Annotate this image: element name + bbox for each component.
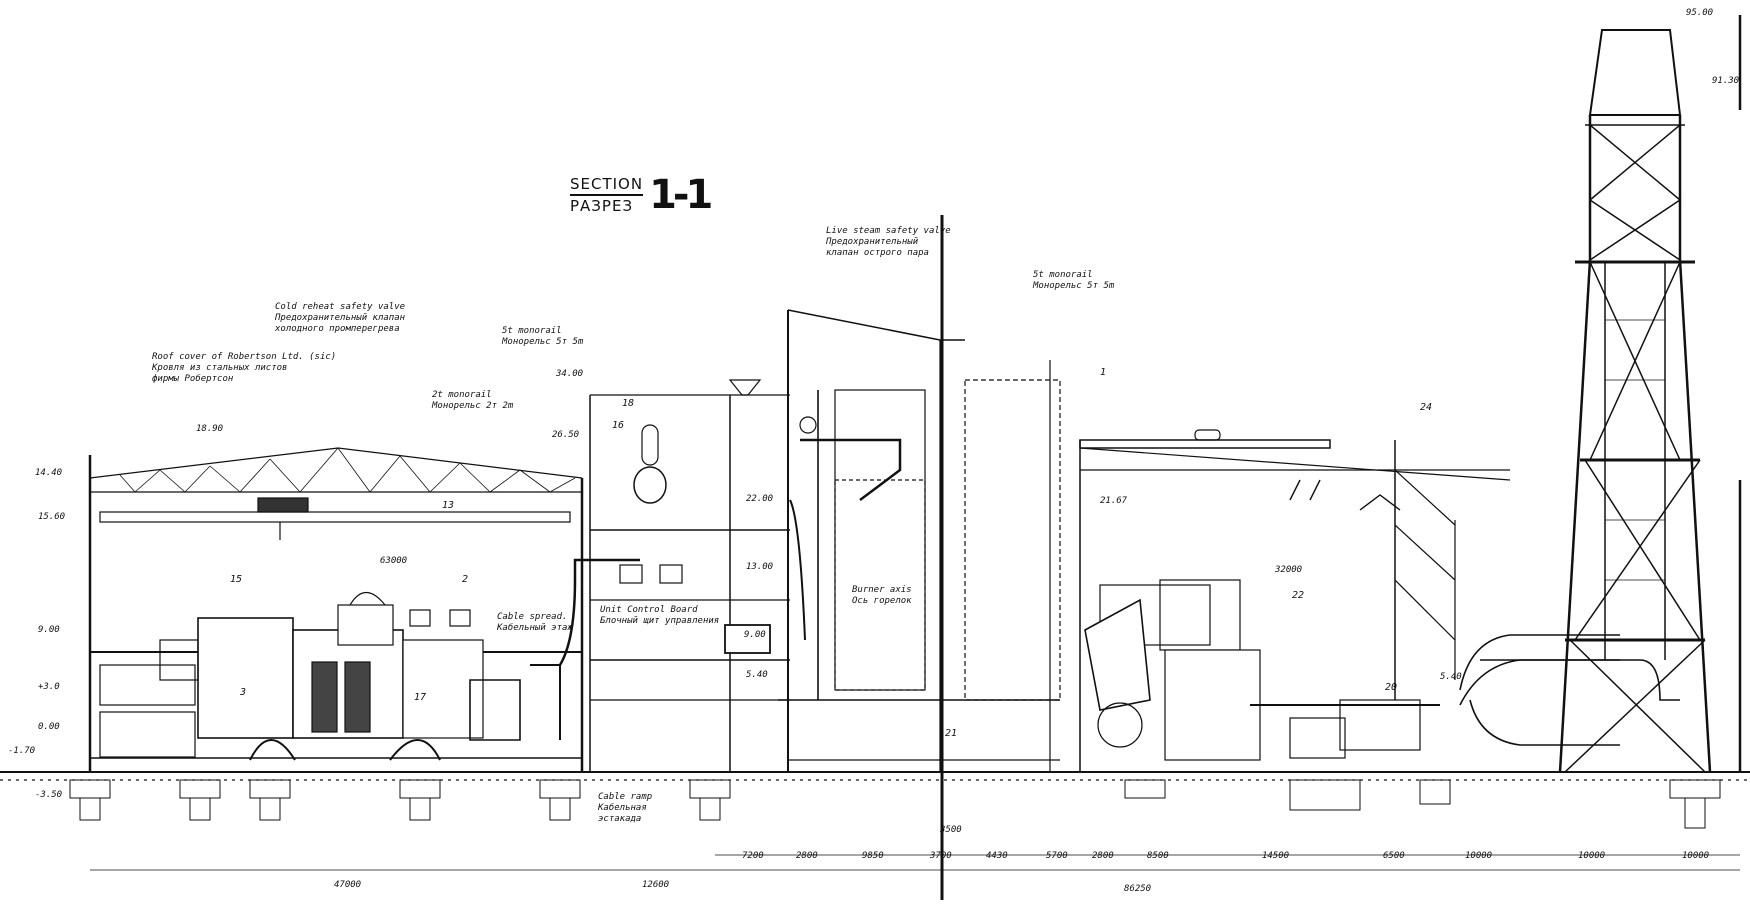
dimension: 10000 [1682, 851, 1710, 861]
item-17: 17 [414, 692, 426, 703]
elevation-mark: 95.00 [1686, 8, 1714, 18]
item-20: 20 [1385, 682, 1397, 693]
turbine-hall [88, 447, 640, 772]
dimension: 14500 [1262, 851, 1290, 861]
dimension: 86250 [1124, 884, 1152, 894]
elevation-mark: -1.70 [8, 746, 36, 756]
dimension: 47000 [334, 880, 362, 890]
elevation-mark: 22.00 [746, 494, 774, 504]
crane-span-dimension: 63000 [380, 556, 408, 566]
elevation-mark: 91.30 [1712, 76, 1740, 86]
dimension: 2800 [796, 851, 818, 861]
item-13: 13 [442, 500, 454, 511]
dimension: 2800 [1092, 851, 1114, 861]
title-line-ru: РАЗРЕЗ [570, 197, 634, 215]
item-24: 24 [1420, 402, 1432, 413]
title-number: 1-1 [649, 172, 713, 218]
dimension: 10000 [1465, 851, 1493, 861]
elevation-mark: 15.60 [38, 512, 66, 522]
title-line-en: SECTION [570, 174, 644, 196]
flue-ducts [1459, 634, 1680, 746]
dimension: 6500 [1383, 851, 1405, 861]
dimension: 10000 [1578, 851, 1606, 861]
elevation-mark: 0.00 [38, 722, 60, 732]
conveyor-span-dimension: 32000 [1275, 565, 1303, 575]
dimension: 12600 [642, 880, 670, 890]
dimension: 3700 [930, 851, 952, 861]
item-2: 2 [462, 574, 468, 585]
elevation-mark: 26.50 [552, 430, 580, 440]
elevation-mark: 34.00 [556, 369, 584, 379]
item-3: 3 [239, 687, 246, 698]
elevation-mark: 5.40 [746, 670, 768, 680]
elevation-mark: -3.50 [35, 790, 63, 800]
elevation-mark: 9.00 [38, 625, 60, 635]
item-18: 18 [622, 398, 634, 409]
chimney [1558, 15, 1742, 773]
item-22: 22 [1292, 590, 1304, 601]
item-21: 21 [945, 728, 957, 739]
elevation-mark: 5.40 [1440, 672, 1462, 682]
boiler-house [778, 309, 1061, 772]
elevation-mark: 14.40 [35, 468, 63, 478]
elevation-mark: 21.67 [1100, 496, 1128, 506]
dimension: 3500 [940, 825, 962, 835]
dimension: 8500 [1147, 851, 1169, 861]
elevation-mark: 13.00 [746, 562, 774, 572]
dimension: 7200 [742, 851, 764, 861]
elevation-mark: 9.00 [744, 630, 766, 640]
item-16: 16 [612, 420, 624, 431]
dimension: 9850 [862, 851, 884, 861]
dimension: 5700 [1046, 851, 1068, 861]
section-title: SECTION РАЗРЕЗ 1-1 [570, 172, 713, 218]
roof-cover-label: Roof cover of Robertson Ltd. (sic)Кровля… [152, 352, 337, 384]
elevation-mark: 18.90 [196, 424, 224, 434]
dimension-lines [90, 854, 1740, 871]
foundations [69, 779, 1721, 829]
item-15: 15 [230, 574, 242, 585]
dimension: 4430 [986, 851, 1008, 861]
deaerator-bay [589, 379, 790, 772]
item-1: 1 [1100, 367, 1106, 378]
draft-fans [1079, 429, 1511, 772]
cable-spread-label: Cable spread.Кабельный этаж [497, 612, 573, 633]
elevation-mark: +3.0 [38, 682, 60, 692]
